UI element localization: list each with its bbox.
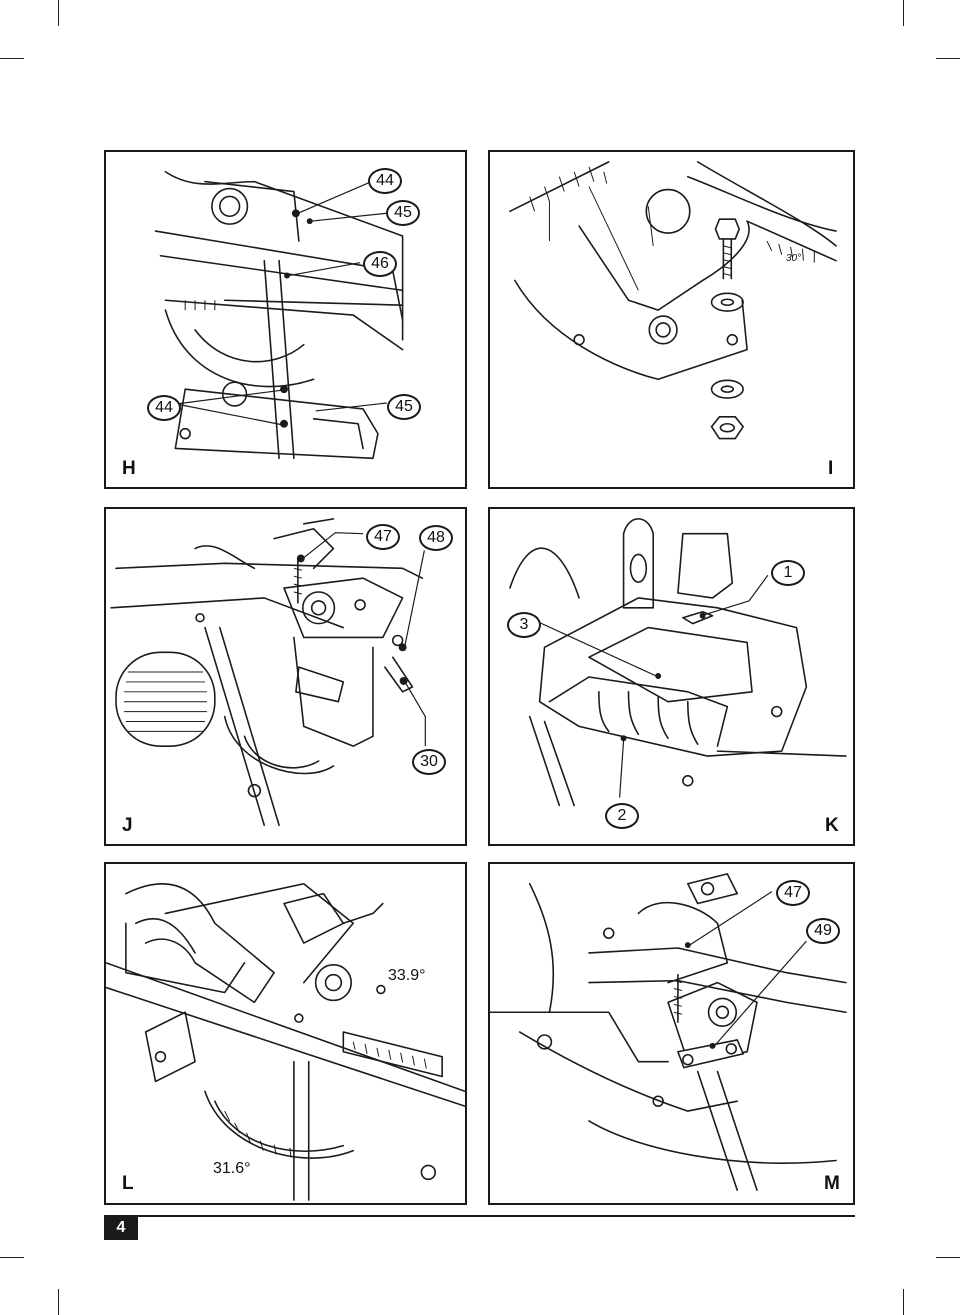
figure-j-drawing [110, 518, 426, 827]
bevel-angle-31-6: 31.6° [213, 1160, 251, 1177]
figure-letter-i: I [828, 458, 834, 479]
bevel-scale-label: 30° [786, 253, 802, 264]
figure-letter-k: K [825, 815, 839, 836]
callout-44: 44 [147, 395, 181, 421]
crop-mark [936, 1257, 960, 1258]
figure-k: 1 3 2 K [488, 507, 855, 846]
callout-44: 44 [368, 168, 402, 194]
callout-3: 3 [507, 612, 541, 638]
callout-30: 30 [412, 749, 446, 775]
callout-47: 47 [366, 524, 400, 550]
crop-mark [936, 58, 960, 59]
figure-letter-j: J [122, 815, 133, 836]
crop-mark [0, 1257, 24, 1258]
callout-48: 48 [419, 525, 453, 551]
callout-2: 2 [605, 803, 639, 829]
figure-letter-m: M [824, 1173, 840, 1194]
figure-k-drawing [509, 518, 847, 807]
callout-46: 46 [363, 251, 397, 277]
figure-l-drawing [106, 882, 465, 1201]
footer-rule [104, 1215, 855, 1217]
figure-l: 33.9° 31.6° L [104, 862, 467, 1205]
crop-mark [903, 1289, 904, 1315]
crop-mark [58, 1289, 59, 1315]
crop-mark [0, 58, 24, 59]
crop-mark [903, 0, 904, 26]
callout-47: 47 [776, 880, 810, 906]
page-number: 4 [104, 1216, 138, 1240]
figure-i: 30° I [488, 150, 855, 489]
bevel-angle-33-9: 33.9° [388, 967, 426, 984]
figure-h-drawing [154, 170, 404, 460]
figure-m-drawing [490, 873, 847, 1191]
crop-mark [58, 0, 59, 26]
figure-h: 44 45 46 44 45 H [104, 150, 467, 489]
figure-m: 47 49 M [488, 862, 855, 1205]
figure-letter-h: H [122, 458, 136, 479]
figure-letter-l: L [122, 1173, 134, 1194]
callout-49: 49 [806, 918, 840, 944]
callout-1: 1 [771, 560, 805, 586]
callout-45: 45 [387, 394, 421, 420]
figure-j: 47 48 30 J [104, 507, 467, 846]
figure-i-drawing [509, 161, 837, 440]
callout-45: 45 [386, 200, 420, 226]
